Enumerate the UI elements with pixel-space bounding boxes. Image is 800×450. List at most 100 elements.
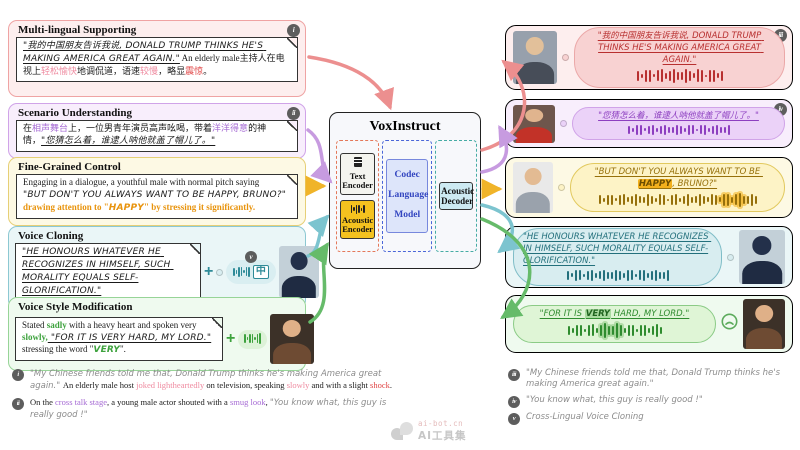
watermark-logo-icon — [391, 422, 413, 440]
text-segment: "FOR IT IS VERY HARD, MY LORD." — [47, 332, 212, 343]
text-segment: 上，一位男青年演员高声吆喝，带着 — [68, 123, 213, 133]
text-segment: HARD, MY LORD." — [611, 309, 690, 320]
footnotes-right: iii "My Chinese friends told me that, Do… — [508, 368, 796, 429]
text-segment: Engaging in a dialogue, a youthful male … — [23, 177, 260, 187]
box-scenario-understanding: Scenario Understanding ii 在相声舞台上，一位男青年演员… — [8, 103, 306, 159]
badge-v: v — [508, 412, 520, 425]
speech-tail-dot — [558, 184, 565, 191]
speech-waveform — [580, 193, 775, 207]
badge-iii: iii — [508, 369, 520, 381]
speech-waveform — [582, 124, 775, 136]
text-segment: HAPPY — [637, 179, 673, 190]
text-segment: VERY — [584, 309, 612, 320]
box-voice-cloning: Voice Cloning "HE HONOURS WHATEVER HE RE… — [8, 226, 319, 309]
speech-bubble: "BUT DON'T YOU ALWAYS WANT TO BE HAPPY, … — [570, 163, 785, 212]
footnotes-left: i "My Chinese friends told me that, Dona… — [12, 368, 404, 426]
arrow-in-i — [307, 55, 394, 111]
acoustic-decoder-module: Acoustic Decoder — [439, 181, 474, 211]
text-segment: 较慢 — [140, 65, 159, 76]
encoder-group: Text Encoder Acoustic Encoder — [336, 140, 380, 252]
arrow-in-ii — [306, 128, 333, 184]
instruction-note: "我的中国朋友告诉我说, DONALD TRUMP THINKS HE'S MA… — [16, 37, 298, 82]
photo-young-male — [513, 162, 553, 213]
output-style-modification: "FOR IT IS VERY HARD, MY LORD." — [505, 295, 793, 353]
box-fine-grained-control: Fine-Grained Control Engaging in a dialo… — [8, 157, 306, 226]
box-title: Voice Style Modification — [18, 301, 133, 313]
instruction-note: Stated sadly with a heavy heart and spok… — [15, 316, 223, 362]
photo-male-speaker — [743, 299, 785, 349]
badge-ii: ii — [287, 107, 300, 120]
speech-bubble: "FOR IT IS VERY HARD, MY LORD." — [513, 305, 716, 343]
text-segment: slowly — [286, 380, 310, 391]
text-segment: "You know what, this guy is really good … — [30, 397, 389, 421]
text-segment: HAPPY — [108, 202, 144, 213]
text-segment: An elderly male host — [62, 380, 137, 391]
plus-icon: + — [226, 330, 236, 347]
voxinstruct-model: VoxInstruct Text Encoder Acoustic Encode… — [329, 112, 481, 269]
footnote-v: v Cross-Lingual Voice Cloning — [508, 412, 796, 425]
text-segment: and with a slight — [309, 380, 371, 391]
text-encoder-module: Text Encoder — [340, 152, 376, 196]
text-segment: joked lightheartedly — [136, 380, 205, 391]
output-voice-cloning: "HE HONOURS WHATEVER HE RECOGNIZES IN HI… — [505, 226, 793, 288]
note-fold-corner — [287, 121, 297, 131]
plus-icon: + — [204, 263, 214, 281]
instruction-note: 在相声舞台上，一位男青年演员高声吆喝，带着洋洋得意的神情，"您猜怎么着，谁逮人呐… — [16, 120, 298, 152]
watermark-url: ai-bot.cn — [418, 419, 464, 428]
box-title: Multi-lingual Supporting — [18, 24, 137, 36]
text-segment: , BRUNO?" — [672, 179, 718, 190]
output-scenario: iv "您猜怎么着，谁逮人呐他就盖了帽儿了。" — [505, 99, 793, 148]
box-multilingual-supporting: Multi-lingual Supporting i "我的中国朋友告诉我说, … — [8, 20, 306, 97]
speech-tail-dot — [727, 253, 734, 261]
style-voice-bubble — [238, 329, 267, 349]
text-segment: smug look — [229, 396, 266, 407]
footnote-iii: iii "My Chinese friends told me that, Do… — [508, 368, 796, 391]
output-fine-grained: "BUT DON'T YOU ALWAYS WANT TO BE HAPPY, … — [505, 157, 793, 218]
text-segment: with a heavy heart and spoken very — [66, 319, 199, 330]
watermark-name: AI工具集 — [418, 430, 467, 442]
speech-waveform — [584, 69, 775, 83]
text-segment: "HE HONOURS WHATEVER HE RECOGNIZES IN HI… — [523, 231, 712, 266]
text-segment: , a young male actor shouted with a — [106, 396, 230, 407]
waveform-icon — [350, 204, 365, 214]
speech-waveform — [523, 323, 706, 338]
text-segment: "BUT DON'T YOU ALWAYS WANT TO BE — [594, 167, 763, 178]
codec-language-model-module: Codec Language Model — [386, 159, 428, 233]
footnote-ii: ii On the cross talk stage, a young male… — [12, 397, 404, 422]
photo-male-speaker — [269, 314, 314, 364]
text-segment: " by stressing it significantly. — [143, 201, 256, 212]
photo-elderly-host — [513, 31, 557, 84]
document-icon — [353, 156, 362, 167]
text-segment: 相声舞台 — [32, 123, 69, 133]
note-fold-corner — [212, 317, 222, 328]
decoder-group: Acoustic Decoder — [435, 140, 478, 252]
text-segment: "我的中国朋友告诉我说, DONALD TRUMP THINKS HE'S MA… — [597, 31, 764, 66]
output-multilingual: iii "我的中国朋友告诉我说, DONALD TRUMP THINKS HE'… — [505, 25, 793, 90]
speech-bubble: "HE HONOURS WHATEVER HE RECOGNIZES IN HI… — [513, 227, 722, 287]
photo-hooded-speaker — [739, 230, 785, 284]
text-segment: "我的中国朋友告诉我说, DONALD TRUMP THINKS HE'S MA… — [23, 41, 267, 64]
text-segment: ". — [119, 344, 126, 355]
note-fold-corner — [190, 244, 200, 254]
text-segment: 震惊 — [185, 65, 204, 76]
text-segment: 轻松愉快 — [41, 65, 78, 76]
text-segment: drawing attention to " — [23, 201, 109, 212]
text-segment: slowly, — [22, 331, 48, 342]
text-segment: 洋洋得意 — [212, 123, 249, 133]
box-title: Voice Cloning — [18, 230, 84, 242]
chinese-language-icon: 中 — [252, 265, 269, 280]
text-segment: "您猜怎么着，谁逮人呐他就盖了帽儿了。" — [598, 110, 759, 121]
text-segment: "BUT DON'T YOU ALWAYS WANT TO BE HAPPY, … — [23, 189, 287, 200]
speech-bubble: "我的中国朋友告诉我说, DONALD TRUMP THINKS HE'S MA… — [574, 27, 785, 88]
text-segment: "您猜怎么着，谁逮人呐他就盖了帽儿了。" — [41, 135, 216, 146]
text-segment: VERY — [93, 345, 120, 356]
model-title: VoxInstruct — [369, 119, 441, 134]
text-segment: . — [389, 380, 393, 391]
badge-v: v — [245, 251, 258, 264]
photo-crosstalk-actor — [513, 104, 555, 143]
photo-hooded-speaker — [278, 246, 319, 299]
text-segment: On the — [30, 396, 56, 407]
arrow-out-iv — [480, 124, 518, 174]
text-segment: cross talk stage — [55, 396, 107, 407]
